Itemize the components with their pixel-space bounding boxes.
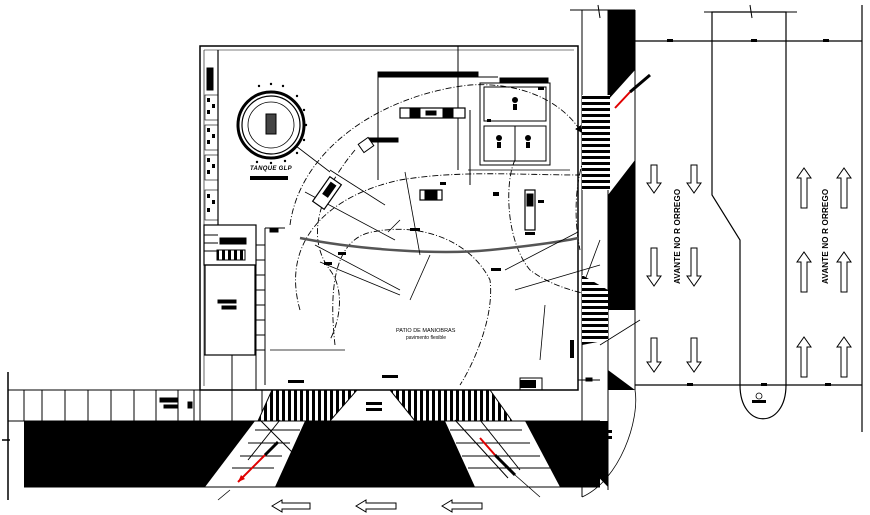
arrow-down-icon bbox=[686, 337, 702, 373]
arrow-left-icon bbox=[271, 499, 311, 513]
entrance-ramps bbox=[257, 389, 570, 422]
path-lines bbox=[299, 169, 641, 361]
bottom-road bbox=[2, 372, 600, 500]
arrow-up-icon bbox=[796, 251, 812, 293]
arrow-up-icon bbox=[836, 251, 852, 293]
arrow-down-icon bbox=[646, 247, 662, 287]
canopy bbox=[367, 46, 570, 185]
small-structures bbox=[519, 377, 600, 391]
site-boundary bbox=[199, 45, 579, 391]
service-rooms bbox=[203, 50, 345, 390]
arrow-left-icon bbox=[441, 499, 483, 513]
access-arrows bbox=[217, 73, 651, 501]
vehicles bbox=[311, 136, 536, 231]
arrow-down-icon bbox=[686, 247, 702, 287]
avenue bbox=[635, 4, 863, 432]
arrow-down-icon bbox=[686, 164, 702, 194]
arrow-down-icon bbox=[646, 164, 662, 194]
turning-paths bbox=[289, 84, 601, 386]
bottom-road-arrows bbox=[271, 499, 483, 513]
side-access bbox=[570, 4, 637, 498]
crosswalk-bottom bbox=[232, 419, 550, 479]
avenue-arrows-up bbox=[796, 167, 852, 378]
patio-subtitle: pavimento flexible bbox=[406, 335, 447, 341]
avenue-arrows-down bbox=[646, 164, 702, 373]
glp-tank bbox=[236, 82, 331, 180]
arrow-up-icon bbox=[836, 336, 852, 378]
tank-label: TANQUE GLP bbox=[250, 166, 292, 172]
arrow-left-icon bbox=[355, 499, 397, 513]
arrow-up-icon bbox=[796, 336, 812, 378]
arrow-down-icon bbox=[646, 337, 662, 373]
patio-title: PATIO DE MANIOBRAS bbox=[396, 328, 456, 334]
street-label-right: AVANTE NO R ORREGO bbox=[821, 188, 830, 284]
street-label-left: AVANTE NO R ORREGO bbox=[673, 188, 682, 284]
arrow-up-icon bbox=[836, 167, 852, 209]
arrow-up-icon bbox=[796, 167, 812, 209]
